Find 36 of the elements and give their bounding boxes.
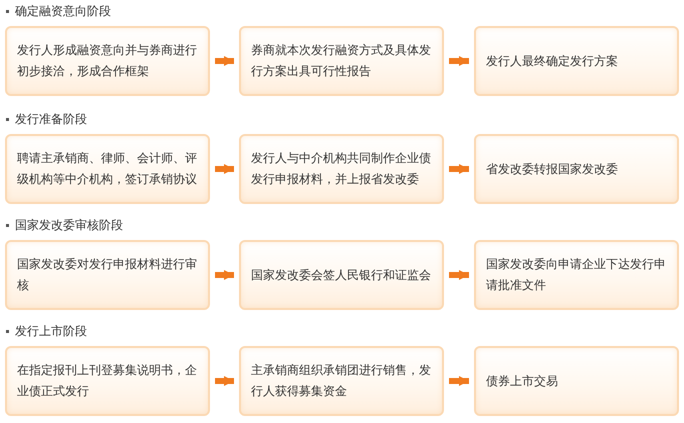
step-text: 发行人最终确定发行方案 [486, 52, 618, 70]
arrow [215, 376, 234, 386]
arrow [449, 376, 469, 386]
process-box [474, 346, 679, 416]
step-text: 国家发改委会签人民银行和证监会 [251, 266, 431, 284]
arrow [215, 270, 234, 280]
arrow [449, 164, 469, 174]
step-text: 券商就本次发行融资方式及具体发行方案出具可行性报告 [251, 42, 432, 80]
process-box [5, 240, 210, 310]
step-text: 发行人形成融资意向并与券商进行初步接洽，形成合作框架 [17, 42, 198, 80]
process-box [239, 134, 444, 204]
process-box [239, 346, 444, 416]
process-box [5, 26, 210, 96]
stage-heading: 发行准备阶段 [15, 111, 87, 128]
step-text: 发行人与中介机构共同制作企业债发行申报材料，并上报省发改委 [251, 150, 432, 188]
process-box [474, 240, 679, 310]
step-text: 省发改委转报国家发改委 [486, 160, 618, 178]
process-box [239, 26, 444, 96]
step-text: 聘请主承销商、律师、会计师、评级机构等中介机构，签订承销协议 [17, 150, 198, 188]
process-box [474, 26, 679, 96]
stage-heading: 国家发改委审核阶段 [15, 217, 123, 234]
arrow [215, 56, 234, 66]
arrow [215, 164, 234, 174]
arrow [449, 56, 469, 66]
process-box [239, 240, 444, 310]
step-text: 国家发改委向申请企业下达发行申请批准文件 [486, 256, 667, 294]
process-box [5, 346, 210, 416]
arrow [449, 270, 469, 280]
process-box [5, 134, 210, 204]
step-text: 国家发改委对发行申报材料进行审核 [17, 256, 198, 294]
process-box [474, 134, 679, 204]
step-text: 债券上市交易 [486, 372, 558, 390]
stage-heading: 发行上市阶段 [15, 323, 87, 340]
step-text: 在指定报刊上刊登募集说明书，企业债正式发行 [17, 362, 198, 400]
stage-heading: 确定融资意向阶段 [15, 3, 111, 20]
step-text: 主承销商组织承销团进行销售，发行人获得募集资金 [251, 362, 432, 400]
